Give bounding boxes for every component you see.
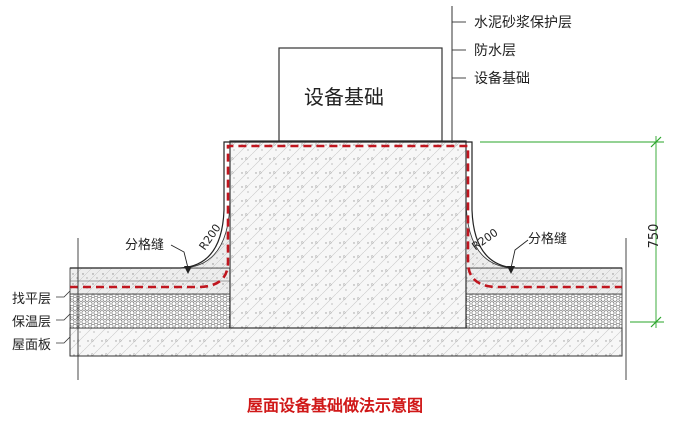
- joint-label-left: 分格缝: [125, 237, 164, 253]
- waterproof-layer: [70, 144, 622, 289]
- equipment-foundation: [229, 140, 467, 329]
- diagram-caption: 屋面设备基础做法示意图: [247, 396, 423, 415]
- callout-waterproof: 防水层: [474, 43, 516, 59]
- joint-label-right: 分格缝: [528, 231, 567, 247]
- layer-label-roof-slab: 屋面板: [12, 338, 51, 353]
- equipment-box-label: 设备基础: [304, 85, 384, 109]
- dimension-value: 750: [647, 224, 662, 249]
- layer-label-leveling: 找平层: [12, 292, 51, 307]
- insulation-layer-left: [69, 293, 231, 329]
- joint-leader-right: [510, 239, 529, 269]
- callout-mortar-protection: 水泥砂浆保护层: [474, 15, 572, 31]
- roof-slab: [69, 327, 623, 357]
- callout-foundation: 设备基础: [474, 70, 530, 87]
- insulation-layer-right: [465, 293, 623, 329]
- dimension-750: [480, 136, 664, 328]
- mortar-protection-outline: [70, 141, 622, 269]
- equipment-box: [278, 47, 443, 142]
- layer-label-insulation: 保温层: [12, 315, 51, 330]
- joint-leader-left: [170, 244, 189, 269]
